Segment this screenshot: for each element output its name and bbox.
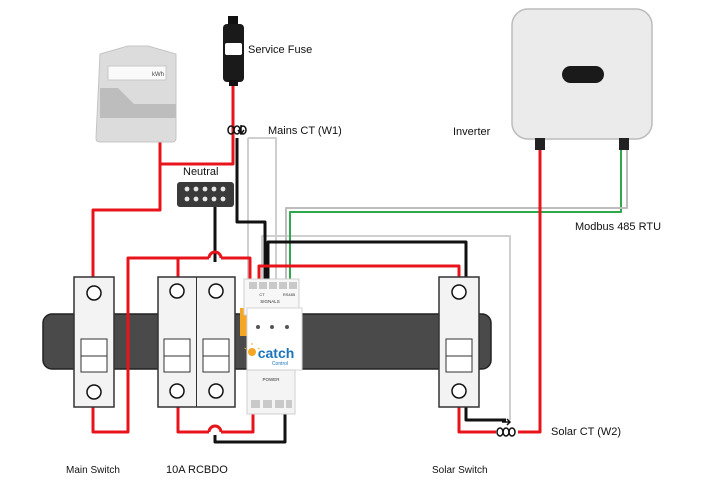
modbus-label: Modbus 485 RTU [575, 221, 661, 233]
device-ct-label: CT [259, 292, 265, 297]
solar-switch [438, 276, 480, 408]
wires [91, 78, 628, 444]
rcbo-label: 10A RCBDO [166, 464, 228, 476]
mains-ct-icon [227, 125, 247, 136]
main-switch [73, 276, 115, 408]
catch-logo-icon [244, 343, 260, 356]
device-rs485-label: RS485 [283, 292, 296, 297]
device-signals-label: SIGNALS [260, 299, 280, 304]
main-switch-label: Main Switch [66, 465, 120, 476]
neutral-label: Neutral [183, 166, 218, 178]
inverter-label: Inverter [453, 126, 491, 138]
catch-control-device: CT RS485 SIGNALS catch Control POWER [240, 278, 303, 415]
device-power-label: POWER [262, 377, 280, 382]
neutral-link [177, 182, 234, 207]
brand-name: catch [258, 345, 295, 361]
inverter [511, 8, 653, 150]
rcbo-breaker [157, 276, 236, 408]
mains-ct-label: Mains CT (W1) [268, 125, 342, 137]
solar-ct-icon [496, 418, 516, 437]
energy-meter: kWh [95, 45, 177, 143]
service-fuse [223, 16, 244, 86]
brand-subtitle: Control [272, 361, 288, 367]
solar-ct-label: Solar CT (W2) [551, 426, 621, 438]
service-fuse-label: Service Fuse [248, 44, 312, 56]
meter-unit: kWh [152, 72, 164, 78]
solar-switch-label: Solar Switch [432, 465, 488, 476]
